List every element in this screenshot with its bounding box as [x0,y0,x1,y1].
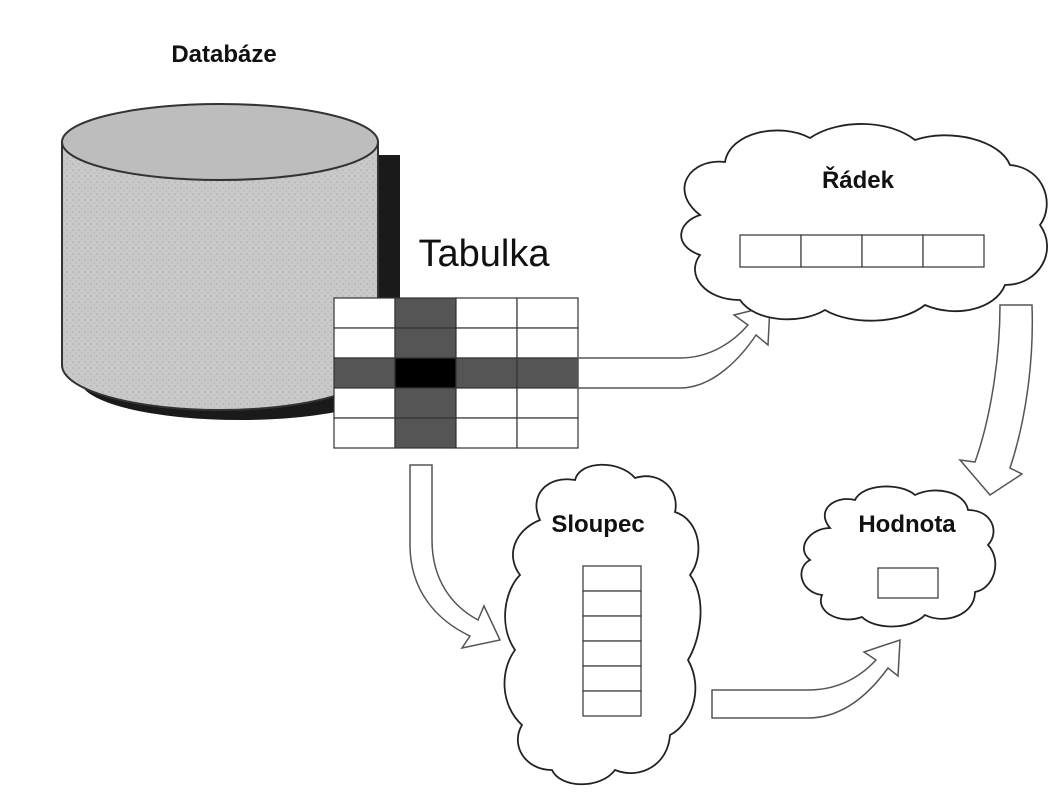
table-cell [394,327,457,359]
column-label: Sloupec [551,511,644,538]
table-cell [333,297,396,329]
value-cloud [800,485,997,628]
table-cell [333,387,396,419]
table-cell [333,417,396,449]
table-cell [455,327,518,359]
arrow-row-to-value [958,304,1034,496]
row-cloud [680,123,1048,322]
table-grid [333,297,579,449]
table-cell [516,297,579,329]
arrow-table-to-row [577,305,771,389]
table-cell [455,297,518,329]
table-cell [394,357,457,389]
table-cell [455,387,518,419]
table-cell [516,357,579,389]
table-label: Tabulka [419,233,551,275]
value-cell [877,567,939,599]
arrow-column-to-value [711,638,901,719]
table-cell [333,327,396,359]
table-cell [333,357,396,389]
column-cell [582,565,642,592]
table-cell [455,357,518,389]
arrow-table-to-column [409,464,502,650]
database-cylinder [61,103,400,420]
column-cell [582,615,642,642]
value-cells [877,567,939,599]
table-cell [455,417,518,449]
row-cell [800,234,863,268]
column-cell [582,665,642,692]
table-cell [516,327,579,359]
row-cell [739,234,802,268]
table-cell [394,297,457,329]
column-cell [582,590,642,617]
database-label: Databáze [171,41,276,68]
column-cells [582,565,642,717]
cylinder-body [61,141,379,411]
table-cell [394,417,457,449]
row-label: Řádek [822,166,895,194]
row-cell [922,234,985,268]
table-cell [516,417,579,449]
value-label: Hodnota [858,511,956,538]
row-cells [739,234,985,268]
cylinder-top [61,103,379,181]
column-cell [582,640,642,667]
column-cell [582,690,642,717]
row-cell [861,234,924,268]
table-cell [516,387,579,419]
table-cell [394,387,457,419]
